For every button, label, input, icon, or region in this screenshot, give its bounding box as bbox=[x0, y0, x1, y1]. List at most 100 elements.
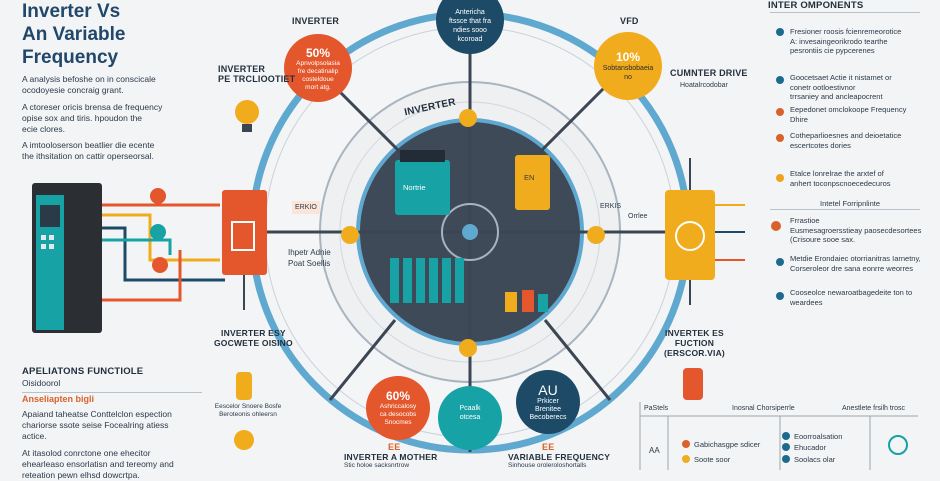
text-line: A: invesaingeorikrodo tearthe bbox=[790, 36, 888, 46]
text-line: Becoberecs bbox=[529, 414, 567, 421]
left-paragraph-2: A ctoreser oricis brensa de frequency op… bbox=[22, 102, 202, 135]
text-line: Poat Soellis bbox=[288, 259, 331, 268]
text-line: Brenitee bbox=[534, 406, 562, 413]
divider bbox=[22, 392, 202, 393]
wires bbox=[102, 203, 225, 302]
text-line: A imtooloserson beatlier die ecente bbox=[22, 140, 155, 150]
module-label-left: Nortrie bbox=[403, 183, 426, 192]
list-item: Etalce lonrelrae the arxtef of anhert to… bbox=[790, 169, 930, 191]
right-pct-badge bbox=[594, 32, 662, 100]
text-line: Apnvolpsolasia bbox=[296, 60, 340, 67]
applications-heading: APELIATONS FUNCTIOLE bbox=[22, 366, 144, 377]
title-line-3: Frequency bbox=[22, 47, 119, 68]
bottom-left-badge-text: 60% Ashriccalosy ca desocobs Snocmes bbox=[366, 380, 430, 436]
text-line: INVERTER bbox=[218, 64, 266, 74]
tag-right: ERKIS bbox=[600, 203, 622, 210]
text-line: At itasolod conrctone one ehecitor bbox=[22, 448, 151, 458]
inverter-module bbox=[395, 160, 450, 215]
text-line: A ctoreser oricis brensa de frequency bbox=[22, 102, 163, 112]
applications-orange: Anseliapten bigli bbox=[22, 394, 95, 404]
ring-icons bbox=[341, 109, 605, 357]
text-line: Snocmes bbox=[384, 419, 412, 426]
text-line: actice. bbox=[22, 431, 47, 441]
label-inverter-top: INVERTER bbox=[292, 16, 340, 26]
breaker-row bbox=[390, 258, 464, 303]
left-badge-pct: 50% bbox=[305, 46, 331, 60]
text-line: costeldoue bbox=[302, 76, 334, 83]
infographic-canvas bbox=[32, 0, 918, 470]
table-row-label: AA bbox=[649, 446, 660, 455]
text-line: Sobtansbobaeia bbox=[602, 65, 654, 72]
text-line: (Crisoure sooe sax. bbox=[790, 235, 856, 244]
text-line: Cotheparlioesnes and deioetatice bbox=[790, 131, 902, 140]
left-badge-text: 50% Apnvolpsolasia fre decatinalip coste… bbox=[284, 38, 352, 100]
text-line: escertcotes dories bbox=[790, 140, 851, 150]
list-item: Frrastioe Eusmesagroersstieay paosecdeso… bbox=[790, 216, 930, 254]
text-line: the ithsitation on cattir operseorsal. bbox=[22, 151, 154, 161]
module-label-right: EN bbox=[524, 173, 535, 182]
label-counter-drive: CUMNTER DRIVE bbox=[670, 68, 748, 78]
table-col-2: Inosnal Chorsiperrle bbox=[732, 405, 795, 412]
bottom-right-badge-text: AU Prkicer Brenitee Becoberecs bbox=[516, 374, 580, 430]
label-inverter-left: INVERTER PE TRCLIOOTIET bbox=[218, 64, 295, 84]
text-line: Beroteonis ohleersn bbox=[219, 411, 277, 418]
text-line: fre decatinalip bbox=[297, 68, 339, 75]
bottom-right-badge bbox=[516, 370, 580, 434]
text-line: A analysis befoshe on in conscicale bbox=[22, 74, 156, 84]
list-item: Eepedonet omclokoope Frequency Dhire bbox=[790, 105, 930, 131]
tag-left: ERKIO bbox=[292, 201, 320, 214]
text-line: Eescelor Snoere Bosfe bbox=[214, 403, 282, 410]
text-line: Dhire bbox=[790, 114, 808, 124]
table-cell: Ehucador bbox=[794, 443, 827, 452]
bottom-mid-badge-text: Pcaalk otcesa bbox=[440, 398, 500, 428]
table-cell: Eoorroalsation bbox=[794, 432, 843, 441]
text-line: pesrontiis cie pypcerenes bbox=[790, 46, 875, 55]
text-line: GOCWETE OISINO bbox=[214, 338, 293, 348]
text-line: reteation pewn elhsd dowcrtpa. bbox=[22, 470, 140, 480]
label-inverter-motier-sub: Stic holoe sacksnrtrow bbox=[344, 462, 410, 469]
text-line: Antericha bbox=[455, 9, 485, 16]
list-item: Metdie Erondaiec otorrianitras Iarnetny,… bbox=[790, 254, 930, 288]
text-line: kcoroad bbox=[457, 36, 483, 43]
label-invertek: INVERTEK ES FUCTION (ERSCOR.VIA) bbox=[664, 328, 725, 358]
text-line: chariorse ssote seise Focealring atiess bbox=[22, 420, 169, 430]
top-center-badge bbox=[436, 0, 504, 54]
right-badge-text: 10% Sobtansbobaeia no bbox=[594, 40, 662, 92]
table-col-1: PaStels bbox=[644, 405, 669, 412]
label-variable-frequency-sub: Sinhouse oroleroloshortalls bbox=[508, 462, 587, 469]
bottom-right-big: AU bbox=[538, 382, 558, 398]
right-panel-list-2: Frrastioe Eusmesagroersstieay paosecdeso… bbox=[790, 216, 930, 307]
label-counter-drive-sub: Hoatalrcodobar bbox=[680, 82, 728, 89]
table-lines bbox=[639, 402, 918, 470]
text-line: Corseroleor dre sana eonrre weorres bbox=[790, 263, 913, 273]
text-line: ndies sooo bbox=[453, 27, 487, 34]
label-variable-frequency: VARIABLE FREQUENCY bbox=[508, 452, 611, 462]
left-controller bbox=[222, 190, 267, 275]
right-panel-list: Fresioner roosis fcienremeorotice A: inv… bbox=[790, 27, 930, 191]
text-line: Pcaalk bbox=[459, 405, 481, 412]
table-cell: Gabichasgpe sdicer bbox=[694, 440, 761, 449]
text-line: ca desocobs bbox=[379, 411, 417, 418]
list-item: Fresioner roosis fcienremeorotice A: inv… bbox=[790, 27, 930, 73]
text-line: ehearleaso ensorlatisn and tereomy and bbox=[22, 459, 174, 469]
text-line: Cooseolce newaroatbagedeite ton to bbox=[790, 288, 913, 297]
label-inverter-motier: INVERTER A MOTHER bbox=[344, 452, 438, 462]
text-line: Prkicer bbox=[537, 398, 559, 405]
table-cell: Soolacs olar bbox=[794, 455, 836, 464]
applications-sub: Oisidoorol bbox=[22, 378, 61, 388]
text-line: Apaiand taheatse Conttelclon espection bbox=[22, 409, 172, 419]
right-panel-bullets bbox=[771, 28, 784, 300]
text-line: otcesa bbox=[459, 414, 481, 421]
text-line: FUCTION bbox=[674, 338, 715, 348]
list-item: Cotheparlioesnes and deioetatice escertc… bbox=[790, 131, 930, 169]
text-line: INVERTEK ES bbox=[665, 328, 724, 338]
label-vfd-top: VFD bbox=[620, 16, 639, 26]
text-line: no bbox=[624, 74, 632, 81]
text-line: Eepedonet omclokoope Frequency bbox=[790, 105, 907, 114]
tag-right-sub: Orrlee bbox=[628, 213, 648, 220]
left-paragraph-1: A analysis befoshe on in conscicale ocod… bbox=[22, 74, 202, 96]
text-line: anhert toconpscnoecedecuros bbox=[790, 178, 891, 188]
right-sub-heading: Intetel Forripnlinte bbox=[820, 199, 881, 208]
title-line-1: Inverter Vs bbox=[22, 1, 121, 22]
table-col-3: Anestlete frsilh trosc bbox=[842, 405, 906, 412]
